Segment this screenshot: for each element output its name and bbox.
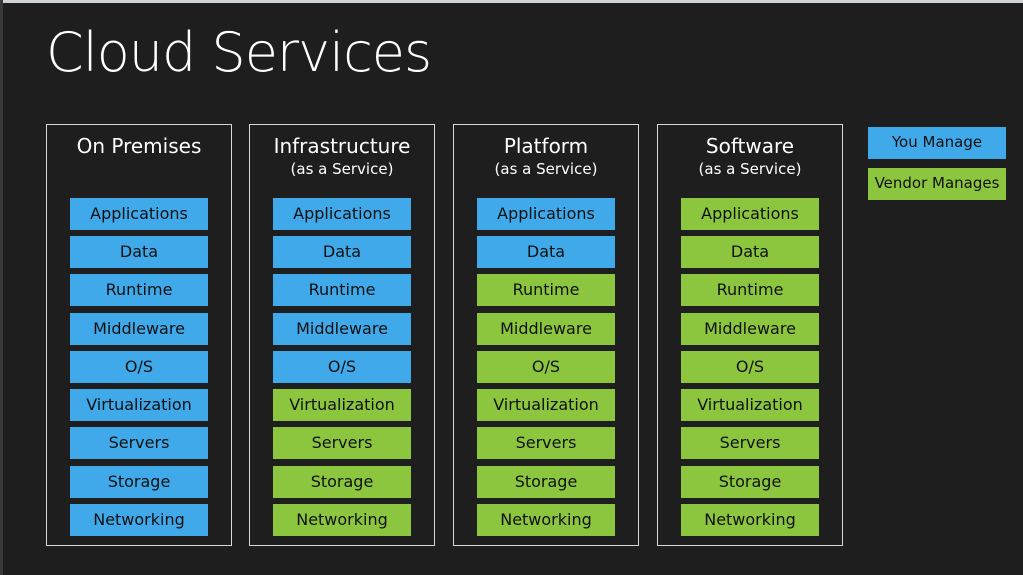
layer-runtime-vendor-manages: Runtime — [681, 274, 819, 306]
layer-data-you-manage: Data — [70, 236, 208, 268]
layer-runtime-you-manage: Runtime — [70, 274, 208, 306]
layer-middleware-vendor-manages: Middleware — [681, 313, 819, 345]
layer-applications-you-manage: Applications — [477, 198, 615, 230]
layer-networking-vendor-manages: Networking — [273, 504, 411, 536]
layer-storage-vendor-manages: Storage — [273, 466, 411, 498]
layer-servers-vendor-manages: Servers — [477, 427, 615, 459]
layer-networking-vendor-manages: Networking — [681, 504, 819, 536]
page-title: Cloud Services — [46, 21, 432, 84]
layer-networking-you-manage: Networking — [70, 504, 208, 536]
column-title: Platform — [503, 134, 589, 158]
layer-networking-vendor-manages: Networking — [477, 504, 615, 536]
layer-storage-you-manage: Storage — [70, 466, 208, 498]
layer-storage-vendor-manages: Storage — [477, 466, 615, 498]
layer-o-s-you-manage: O/S — [70, 351, 208, 383]
column-title: Software — [705, 134, 795, 158]
layer-virtualization-vendor-manages: Virtualization — [477, 389, 615, 421]
layer-servers-vendor-manages: Servers — [681, 427, 819, 459]
layer-applications-vendor-manages: Applications — [681, 198, 819, 230]
top-border — [0, 0, 1023, 3]
layer-o-s-you-manage: O/S — [273, 351, 411, 383]
layer-virtualization-you-manage: Virtualization — [70, 389, 208, 421]
layer-virtualization-vendor-manages: Virtualization — [273, 389, 411, 421]
layer-runtime-vendor-manages: Runtime — [477, 274, 615, 306]
layer-servers-you-manage: Servers — [70, 427, 208, 459]
legend-vendor-manages: Vendor Manages — [868, 168, 1006, 200]
layer-middleware-vendor-manages: Middleware — [477, 313, 615, 345]
column-infrastructure: Infrastructure (as a Service) Applications… — [249, 124, 435, 546]
layer-storage-vendor-manages: Storage — [681, 466, 819, 498]
layer-middleware-you-manage: Middleware — [273, 313, 411, 345]
layer-data-vendor-manages: Data — [681, 236, 819, 268]
layer-virtualization-vendor-manages: Virtualization — [681, 389, 819, 421]
legend-you-manage: You Manage — [868, 127, 1006, 159]
column-subtitle: (as a Service) — [494, 160, 598, 178]
column-subtitle: (as a Service) — [290, 160, 394, 178]
layer-runtime-you-manage: Runtime — [273, 274, 411, 306]
layer-data-you-manage: Data — [273, 236, 411, 268]
layer-data-you-manage: Data — [477, 236, 615, 268]
layer-o-s-vendor-manages: O/S — [681, 351, 819, 383]
column-title: On Premises — [76, 134, 202, 158]
left-border — [0, 0, 3, 575]
layer-o-s-vendor-manages: O/S — [477, 351, 615, 383]
layer-servers-vendor-manages: Servers — [273, 427, 411, 459]
column-subtitle: (as a Service) — [698, 160, 802, 178]
layer-middleware-you-manage: Middleware — [70, 313, 208, 345]
column-title: Infrastructure — [273, 134, 411, 158]
layer-applications-you-manage: Applications — [70, 198, 208, 230]
layer-applications-you-manage: Applications — [273, 198, 411, 230]
